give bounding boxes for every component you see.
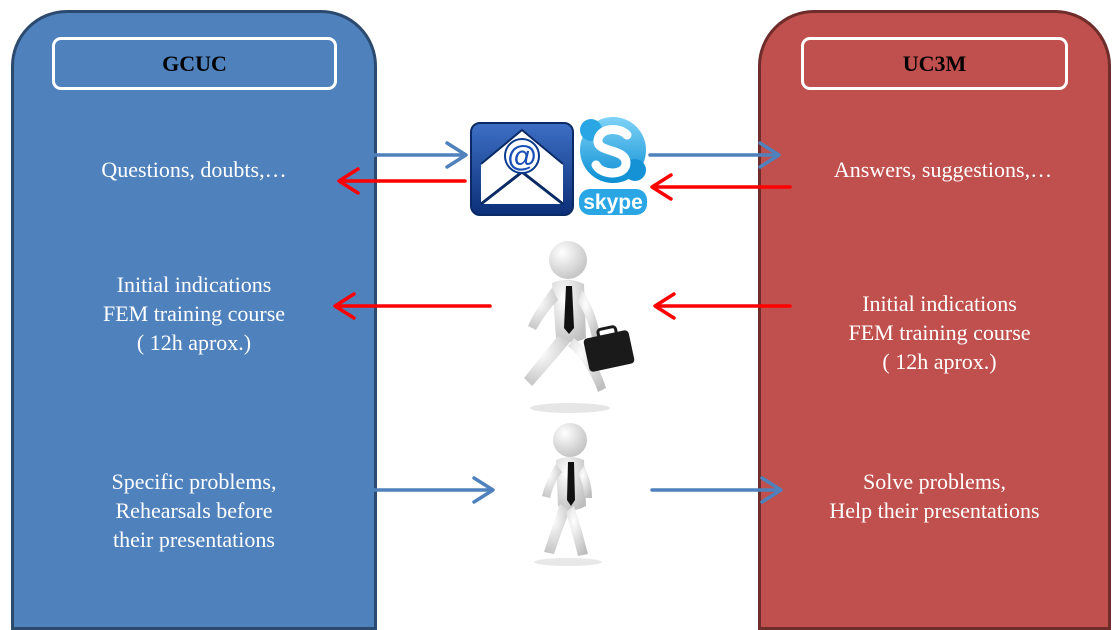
arrow-answers-to-skype xyxy=(650,173,792,201)
skype-icon: skype xyxy=(579,117,647,215)
gcuc-title: GCUC xyxy=(52,37,337,90)
skype-label: skype xyxy=(583,191,643,214)
arrow-email-to-questions xyxy=(337,167,467,195)
gcuc-problems-line: Rehearsals before xyxy=(115,498,273,523)
uc3m-answers-text: Answers, suggestions,… xyxy=(833,157,1053,182)
uc3m-panel: UC3M xyxy=(758,10,1111,630)
gcuc-training-line: FEM training course xyxy=(102,301,286,326)
uc3m-solve-text: Solve problems, Help their presentations xyxy=(758,467,1111,525)
running-businessman-icon xyxy=(524,241,635,413)
svg-text:@: @ xyxy=(507,140,536,173)
uc3m-solve-line: Help their presentations xyxy=(829,498,1040,523)
gcuc-problems-text: Specific problems, Rehearsals before the… xyxy=(11,467,377,554)
gcuc-panel: GCUC xyxy=(11,10,377,630)
email-envelope-icon: @ xyxy=(470,122,574,216)
arrow-questions-to-email xyxy=(331,141,468,169)
uc3m-training-line: FEM training course xyxy=(848,320,1031,345)
uc3m-solve-line: Solve problems, xyxy=(863,469,1006,494)
gcuc-training-line: ( 12h aprox.) xyxy=(136,330,252,355)
gcuc-problems-line: their presentations xyxy=(113,527,275,552)
arrow-skype-to-answers xyxy=(648,141,781,169)
arrow-gcuc-to-walker xyxy=(360,476,495,504)
arrows-layer xyxy=(331,141,792,504)
arrow-runner-to-gcuc xyxy=(333,292,492,320)
uc3m-title: UC3M xyxy=(801,37,1068,90)
gcuc-problems-line: Specific problems, xyxy=(111,469,277,494)
uc3m-training-line: ( 12h aprox.) xyxy=(882,349,997,374)
walking-figure-icon xyxy=(534,423,602,566)
arrow-walker-to-uc3m xyxy=(650,476,783,504)
gcuc-questions-text: Questions, doubts,… xyxy=(101,157,287,182)
uc3m-training-line: Initial indications xyxy=(862,291,1017,316)
arrow-uc3m-to-runner xyxy=(653,292,792,320)
gcuc-training-line: Initial indications xyxy=(116,272,272,297)
uc3m-training-text: Initial indications FEM training course … xyxy=(768,289,1111,376)
gcuc-training-text: Initial indications FEM training course … xyxy=(11,270,377,357)
